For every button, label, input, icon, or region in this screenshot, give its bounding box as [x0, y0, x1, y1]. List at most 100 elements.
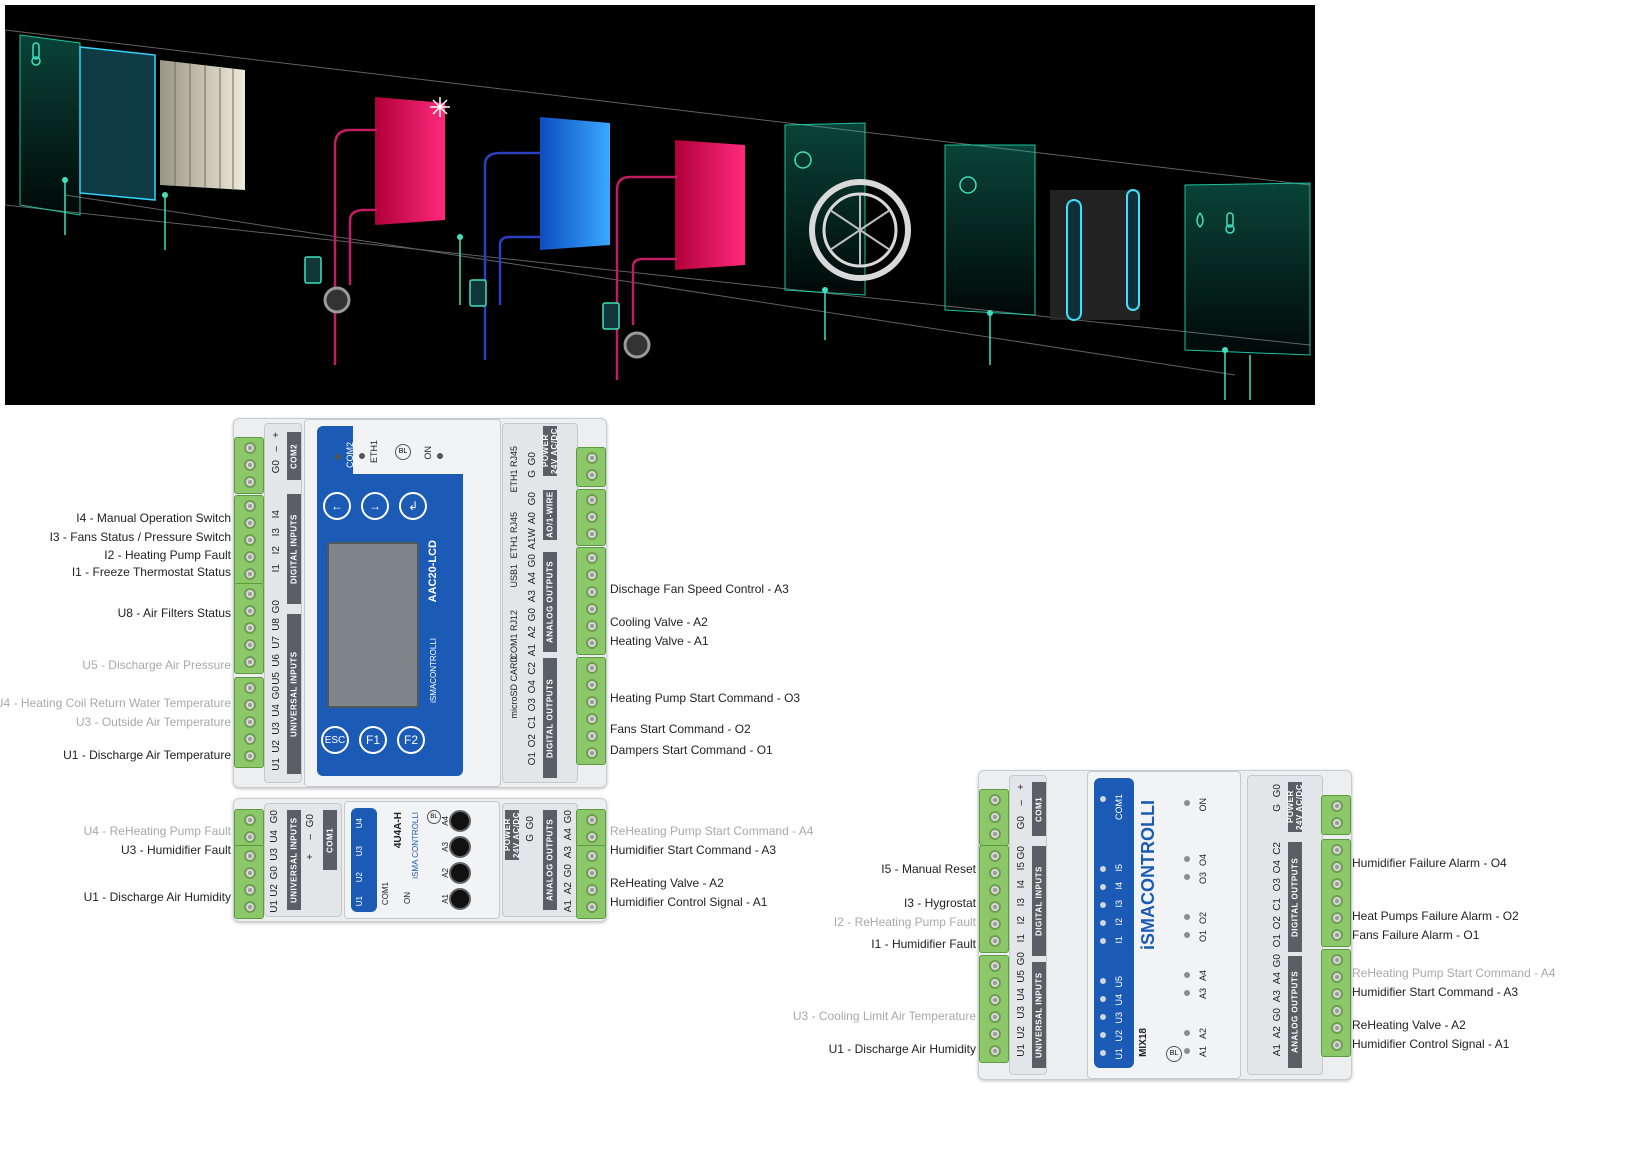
terminal-screw[interactable]	[1331, 878, 1343, 890]
terminal-screw[interactable]	[586, 814, 598, 826]
terminal-screw[interactable]	[586, 901, 598, 913]
f1-button[interactable]: F1	[359, 726, 387, 754]
terminal-screw[interactable]	[1331, 954, 1343, 966]
terminal-screw[interactable]	[989, 884, 1001, 896]
aac20-left-callout-6: U4 - Heating Coil Return Water Temperatu…	[0, 696, 231, 710]
terminal-screw[interactable]	[989, 811, 1001, 823]
terminal-screw[interactable]	[244, 656, 256, 668]
terminal-screw[interactable]	[989, 1045, 1001, 1057]
terminal-screw[interactable]	[244, 901, 256, 913]
terminal-screw[interactable]	[586, 620, 598, 632]
aac20-right-term-2: G0	[527, 492, 538, 506]
terminal-screw[interactable]	[586, 831, 598, 843]
terminal-screw[interactable]	[989, 1011, 1001, 1023]
terminal-screw[interactable]	[586, 552, 598, 564]
terminal-screw[interactable]	[586, 494, 598, 506]
terminal-screw[interactable]	[244, 750, 256, 762]
terminal-screw[interactable]	[989, 867, 1001, 879]
terminal-screw[interactable]	[244, 831, 256, 843]
terminal-screw[interactable]	[244, 442, 256, 454]
4u4a-com1-strip: COM1	[323, 810, 337, 870]
terminal-screw[interactable]	[244, 733, 256, 745]
terminal-screw[interactable]	[1331, 861, 1343, 873]
terminal-screw[interactable]	[586, 586, 598, 598]
enter-button[interactable]: ↲	[399, 492, 427, 520]
terminal-screw[interactable]	[586, 662, 598, 674]
terminal-screw[interactable]	[1331, 817, 1343, 829]
terminal-screw[interactable]	[989, 977, 1001, 989]
terminal-screw[interactable]	[586, 867, 598, 879]
terminal-screw[interactable]	[989, 960, 1001, 972]
terminal-screw[interactable]	[1331, 895, 1343, 907]
terminal-screw[interactable]	[1331, 1039, 1343, 1051]
aac20-left-block-0	[234, 437, 264, 494]
terminal-screw[interactable]	[989, 1028, 1001, 1040]
f2-button[interactable]: F2	[397, 726, 425, 754]
a1-override-knob[interactable]	[449, 888, 471, 910]
left-arrow-button[interactable]: ←	[323, 492, 351, 520]
terminal-screw[interactable]	[989, 794, 1001, 806]
a3-override-knob[interactable]	[449, 836, 471, 858]
terminal-screw[interactable]	[989, 994, 1001, 1006]
mix18-left-term-2: G0	[1016, 816, 1027, 830]
terminal-screw[interactable]	[989, 935, 1001, 947]
terminal-screw[interactable]	[586, 603, 598, 615]
terminal-screw[interactable]	[586, 713, 598, 725]
terminal-screw[interactable]	[586, 569, 598, 581]
terminal-screw[interactable]	[244, 588, 256, 600]
right-arrow-button[interactable]: →	[361, 492, 389, 520]
terminal-screw[interactable]	[1331, 929, 1343, 941]
terminal-screw[interactable]	[1331, 1005, 1343, 1017]
aac20-right-block-2	[576, 547, 606, 655]
terminal-screw[interactable]	[244, 551, 256, 563]
terminal-screw[interactable]	[244, 517, 256, 529]
terminal-screw[interactable]	[244, 534, 256, 546]
aac20-left-term-15: U2	[271, 740, 282, 753]
terminal-screw[interactable]	[586, 696, 598, 708]
terminal-screw[interactable]	[1331, 800, 1343, 812]
a2-override-knob[interactable]	[449, 862, 471, 884]
terminal-screw[interactable]	[586, 747, 598, 759]
aac20-port-2[interactable]: USB1	[509, 564, 519, 588]
terminal-screw[interactable]	[586, 511, 598, 523]
terminal-screw[interactable]	[1331, 912, 1343, 924]
terminal-screw[interactable]	[586, 679, 598, 691]
terminal-screw[interactable]	[244, 459, 256, 471]
aac20-port-3[interactable]: COM1 RJ12	[509, 610, 519, 660]
terminal-screw[interactable]	[244, 716, 256, 728]
terminal-screw[interactable]	[1331, 988, 1343, 1000]
terminal-screw[interactable]	[989, 901, 1001, 913]
aac20-port-0[interactable]: ETH1 RJ45	[509, 446, 519, 493]
terminal-screw[interactable]	[244, 500, 256, 512]
terminal-screw[interactable]	[989, 828, 1001, 840]
aac20-port-4[interactable]: microSD CARD	[509, 656, 519, 719]
terminal-screw[interactable]	[586, 637, 598, 649]
terminal-screw[interactable]	[586, 452, 598, 464]
terminal-screw[interactable]	[244, 639, 256, 651]
esc-button[interactable]: ESC	[321, 726, 349, 754]
terminal-screw[interactable]	[1331, 844, 1343, 856]
terminal-screw[interactable]	[244, 605, 256, 617]
terminal-screw[interactable]	[586, 850, 598, 862]
terminal-screw[interactable]	[244, 867, 256, 879]
terminal-screw[interactable]	[586, 730, 598, 742]
terminal-screw[interactable]	[1331, 971, 1343, 983]
a4-override-knob[interactable]	[449, 810, 471, 832]
4u4a-right-term-1: A4	[563, 828, 574, 841]
mix18-left-term-11: U4	[1016, 988, 1027, 1001]
terminal-screw[interactable]	[244, 682, 256, 694]
terminal-screw[interactable]	[1331, 1022, 1343, 1034]
terminal-screw[interactable]	[244, 476, 256, 488]
aac20-port-1[interactable]: ETH1 RJ45	[509, 512, 519, 559]
terminal-screw[interactable]	[586, 469, 598, 481]
terminal-screw[interactable]	[244, 622, 256, 634]
terminal-screw[interactable]	[244, 568, 256, 580]
terminal-screw[interactable]	[244, 850, 256, 862]
terminal-screw[interactable]	[244, 814, 256, 826]
terminal-screw[interactable]	[244, 884, 256, 896]
terminal-screw[interactable]	[586, 884, 598, 896]
terminal-screw[interactable]	[586, 528, 598, 540]
terminal-screw[interactable]	[989, 850, 1001, 862]
terminal-screw[interactable]	[244, 699, 256, 711]
terminal-screw[interactable]	[989, 918, 1001, 930]
